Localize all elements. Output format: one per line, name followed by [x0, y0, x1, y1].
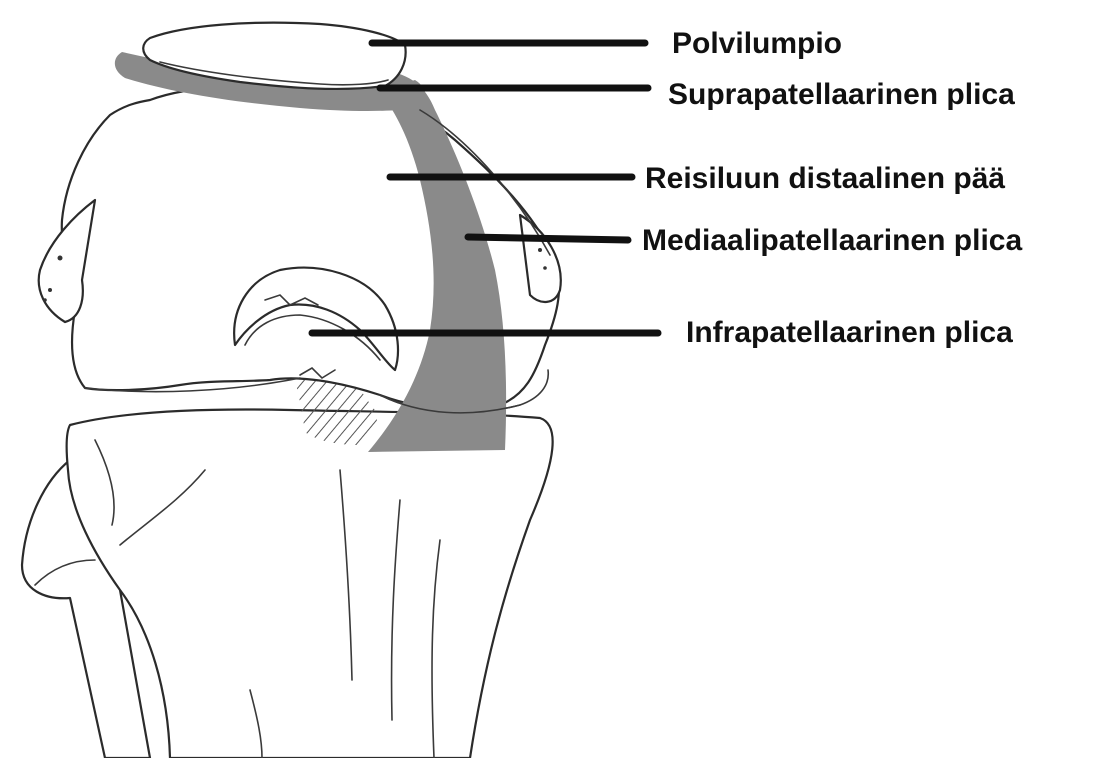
label-mediopatellar-plica: Mediaalipatellaarinen plica	[642, 224, 1022, 257]
label-suprapatellar-plica: Suprapatellaarinen plica	[668, 78, 1015, 111]
labels: Polvilumpio Suprapatellaarinen plica Rei…	[642, 27, 1022, 349]
leader-mediopatellar-plica	[468, 237, 628, 240]
label-infrapatellar-plica: Infrapatellaarinen plica	[686, 316, 1013, 349]
label-distal-femur: Reisiluun distaalinen pää	[645, 162, 1005, 195]
label-patella: Polvilumpio	[672, 27, 842, 60]
